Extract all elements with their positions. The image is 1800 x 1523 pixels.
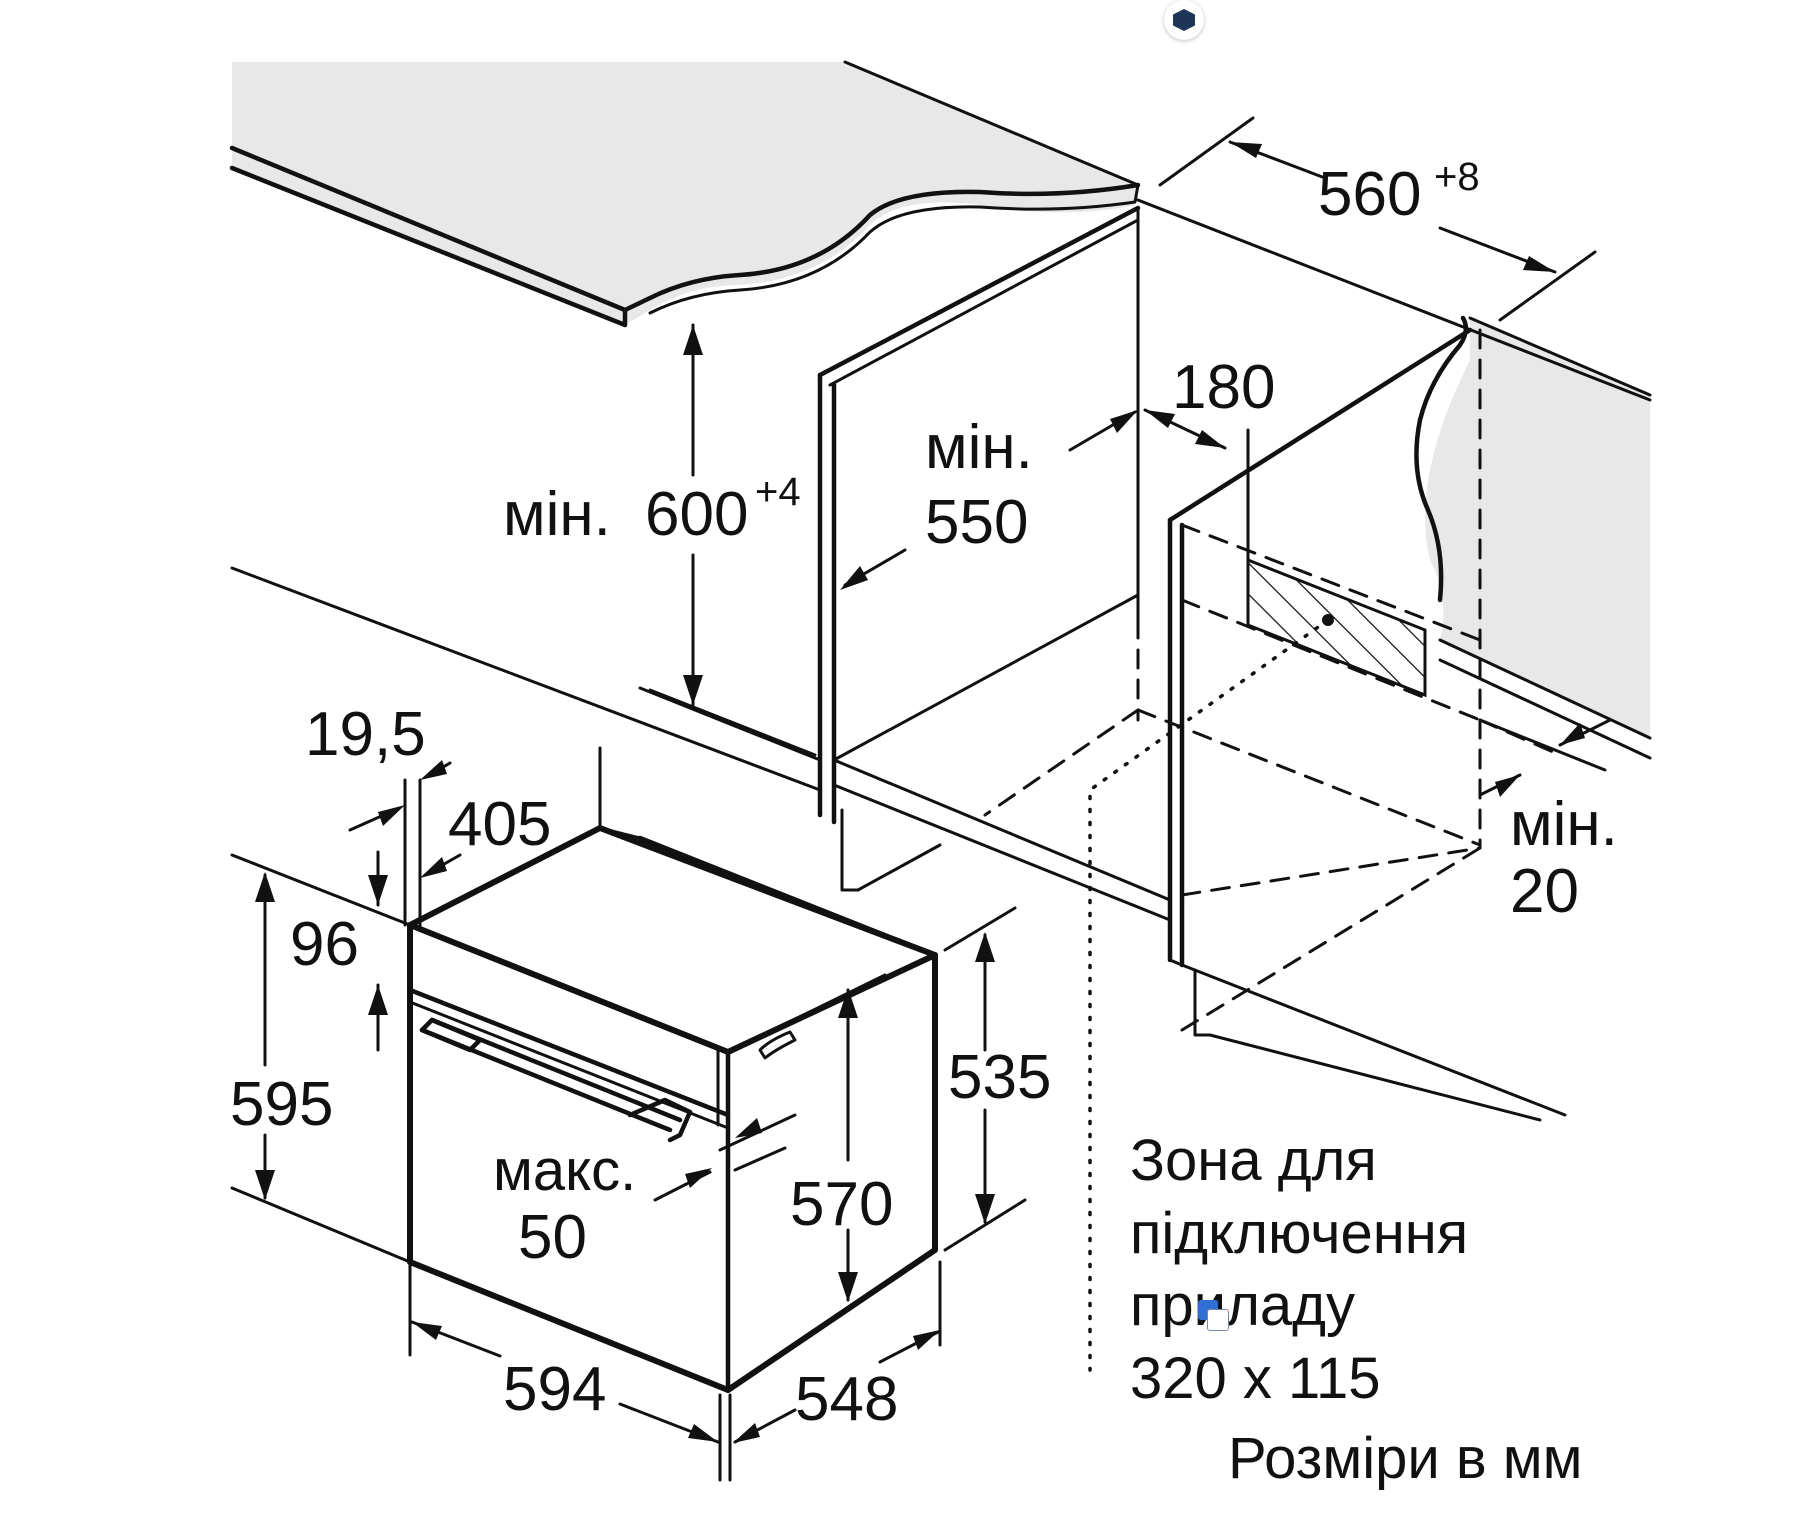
dim-600-tolerance: +4 bbox=[755, 470, 801, 514]
dimension-lines bbox=[230, 116, 1612, 1482]
dim-550-line2: 550 bbox=[925, 488, 1028, 557]
dim-19-5-value: 19,5 bbox=[305, 700, 426, 769]
dim-550-line1: мін. bbox=[925, 413, 1033, 482]
dim-405-value: 405 bbox=[448, 790, 551, 859]
oven bbox=[407, 825, 938, 1393]
dim-min20-line2: 20 bbox=[1510, 857, 1579, 926]
app-logo-icon[interactable] bbox=[1164, 0, 1204, 40]
dim-600-prefix: мін. bbox=[503, 480, 611, 549]
dim-180-value: 180 bbox=[1172, 353, 1275, 422]
dim-560-tolerance: +8 bbox=[1434, 155, 1480, 199]
dim-600-value: 600 bbox=[645, 480, 748, 549]
dim-max50-line2: 50 bbox=[518, 1203, 587, 1272]
translate-icon[interactable] bbox=[1198, 1300, 1229, 1331]
worktop-right bbox=[1414, 315, 1652, 760]
connection-zone-line4: 320 x 115 bbox=[1130, 1346, 1380, 1411]
dim-535-value: 535 bbox=[948, 1043, 1051, 1112]
worktop-left bbox=[229, 60, 1141, 328]
dim-min20-line1: мін. bbox=[1510, 790, 1618, 859]
connection-zone-box bbox=[1088, 428, 1427, 1372]
connection-zone-line2: підключення bbox=[1130, 1201, 1468, 1266]
dim-max50-line1: макс. bbox=[493, 1138, 636, 1203]
dim-560-value: 560 bbox=[1318, 160, 1421, 229]
dim-96-value: 96 bbox=[290, 910, 359, 979]
dim-570-value: 570 bbox=[790, 1170, 893, 1239]
connection-zone-line3: приладу bbox=[1130, 1273, 1355, 1338]
dim-548-value: 548 bbox=[795, 1365, 898, 1434]
units-note: Розміри в мм bbox=[1228, 1426, 1583, 1491]
dim-594-value: 594 bbox=[503, 1355, 606, 1424]
connection-zone-line1: Зона для bbox=[1130, 1128, 1377, 1193]
dim-595-value: 595 bbox=[230, 1070, 333, 1139]
cabinet-niche bbox=[230, 198, 1652, 1122]
